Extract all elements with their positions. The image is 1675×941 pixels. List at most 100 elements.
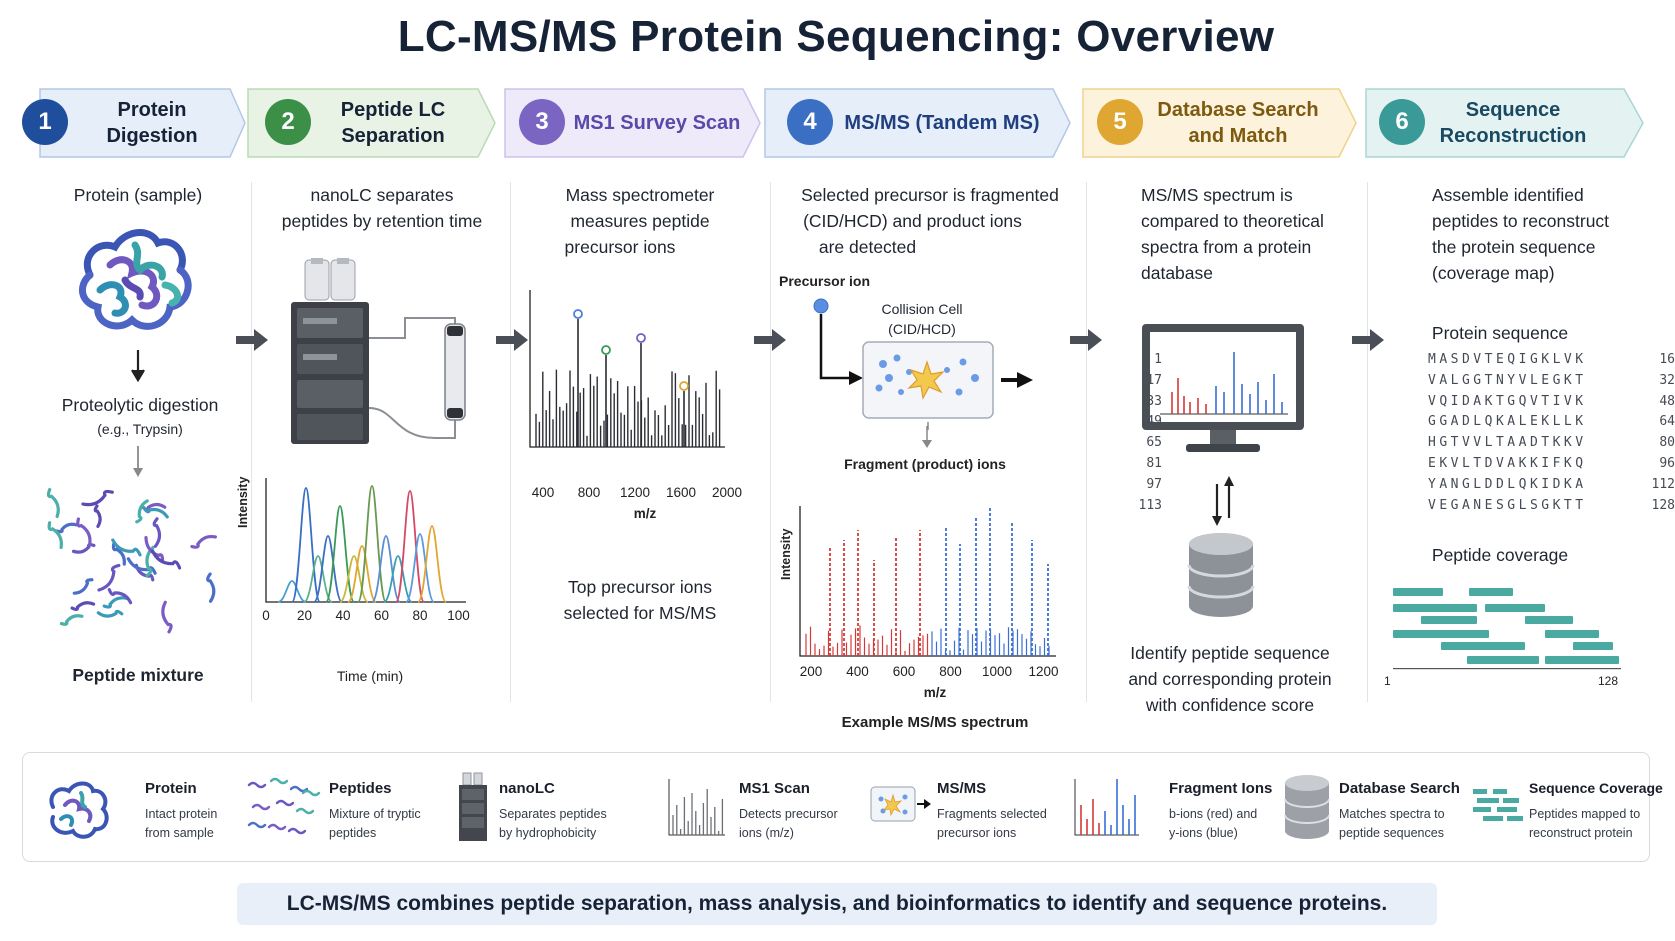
chromatogram-xtick: 20: [296, 608, 313, 623]
database-icon: [1284, 775, 1330, 839]
ms1-precursor-marker: [679, 381, 689, 391]
msms-desc-2: (CID/HCD) and product ions: [803, 211, 1022, 231]
coverage-start: 1: [1384, 674, 1391, 688]
legend-desc: by hydrophobicity: [499, 826, 597, 840]
ms1-desc-2: measures peptide: [570, 211, 710, 231]
msms-desc-1: Selected precursor is fragmented: [801, 185, 1059, 205]
msms-xtick: 400: [846, 664, 869, 679]
peptide-strand: [72, 578, 94, 595]
legend-desc: peptides: [329, 826, 377, 840]
msms-icon: [870, 786, 931, 822]
peptide-strand: [144, 536, 165, 564]
legend-item-msms: MS/MS Fragments selected precursor ions: [869, 753, 1049, 863]
db-result-2: and corresponding protein: [1128, 669, 1332, 689]
ms1-xtick: 2000: [711, 485, 743, 500]
nanolc-icon: [459, 772, 487, 841]
down-arrow-icon: [131, 350, 145, 383]
nanolc-desc-1: nanoLC separates: [310, 185, 454, 205]
coverage-end: 128: [1598, 674, 1619, 688]
peptide-strand: [145, 545, 155, 578]
recon-desc-3: the protein sequence: [1432, 237, 1596, 257]
sequence-start: 1: [1154, 352, 1162, 367]
chromatogram-chart: [265, 478, 466, 603]
ms1-note-2: selected for MS/MS: [563, 603, 717, 623]
page-title: LC-MS/MS Protein Sequencing: Overview: [397, 12, 1275, 61]
legend-desc: peptide sequences: [1339, 826, 1444, 840]
chromatogram-peak: [405, 533, 435, 603]
msms-spectrum-caption: Example MS/MS spectrum: [841, 714, 1029, 731]
collision-cell-diagram: [813, 298, 1033, 430]
sequence-residues: MASDVTEQIGKLVK: [1428, 352, 1587, 367]
peptide-strand: [247, 821, 267, 829]
peptide-strand: [269, 777, 289, 785]
ms1-axis: [529, 290, 725, 448]
chromatogram-peak: [313, 535, 343, 603]
sequence-residues: EKVLTDVAKKIFKQ: [1428, 455, 1587, 471]
database-icon: [1187, 533, 1255, 617]
sequence-start: 113: [1138, 497, 1162, 513]
legend-desc: from sample: [145, 826, 214, 840]
chromatogram-peak: [395, 490, 425, 603]
flow-arrow-icon: [1070, 329, 1102, 351]
peptide-strand: [267, 823, 287, 831]
ms1-xtick: 1200: [619, 485, 651, 500]
db-desc-3: spectra from a protein: [1141, 237, 1312, 257]
chromatogram-peak: [291, 487, 321, 603]
peptide-strand: [46, 487, 60, 519]
ms1-desc-3: precursor ions: [564, 237, 676, 257]
legend-title: MS/MS: [937, 780, 987, 797]
peptide-strand: [55, 522, 78, 534]
peptide-strand: [190, 534, 217, 549]
step-number: 3: [519, 99, 565, 145]
sequence-residues: VQIDAKTGQVTIVK: [1428, 393, 1587, 409]
db-result-1: Identify peptide sequence: [1130, 643, 1330, 663]
down-arrow-icon: [133, 446, 143, 477]
msms-ylabel: Intensity: [779, 528, 793, 580]
peptide-mixture-icon: [46, 487, 217, 634]
sequence-residues: GGADLQKALEKLLK: [1428, 414, 1587, 430]
banner-shape: [39, 88, 246, 158]
ms1-precursor-marker: [573, 309, 583, 319]
step-number: 1: [22, 99, 68, 145]
chromatogram-ylabel: Intensity: [236, 476, 250, 528]
peptide-strand: [301, 789, 321, 797]
legend-desc: precursor ions: [937, 826, 1017, 840]
peptide-strand: [59, 614, 84, 626]
banner-shape: [1365, 88, 1644, 158]
legend-desc: Fragments selected: [937, 807, 1047, 821]
ms1-scan-icon: [668, 779, 725, 836]
legend-item-peptides: Peptides Mixture of tryptic peptides: [243, 753, 433, 863]
chromatogram-xtick: 40: [335, 608, 351, 623]
banner-shape: [504, 88, 761, 158]
trypsin-label: (e.g., Trypsin): [97, 421, 183, 437]
flow-arrow-icon: [1352, 329, 1384, 351]
sequence-end: 48: [1659, 393, 1675, 409]
legend-item-fragment-ions: Fragment Ions b-ions (red) and y-ions (b…: [1073, 753, 1272, 863]
icon-axis: [668, 779, 725, 836]
legend-desc: Mixture of tryptic: [329, 807, 421, 821]
sequence-start: 81: [1146, 455, 1162, 471]
peptide-strand: [150, 549, 182, 570]
sequence-start: 65: [1146, 435, 1162, 451]
step-label: MS1 Survey Scan: [573, 112, 741, 134]
recon-desc-1: Assemble identified: [1432, 185, 1584, 205]
column-divider: [510, 182, 511, 702]
legend-desc: Separates peptides: [499, 807, 607, 821]
banner-shape: [764, 88, 1071, 158]
peptide-strand: [287, 827, 307, 835]
ms1-precursor-marker: [636, 333, 646, 343]
peptide-strand: [275, 799, 295, 807]
nanolc-desc-2: peptides by retention time: [281, 211, 483, 231]
ms1-xtick: 800: [577, 485, 601, 500]
step-banner-1: 1 Protein Digestion: [22, 88, 246, 158]
peptide-strand: [47, 521, 63, 550]
sequence-residues: VEGANESGLSGKTT: [1428, 497, 1587, 513]
recon-desc-2: peptides to reconstruct: [1432, 211, 1610, 231]
peptide-strand: [251, 803, 271, 811]
msms-axis: [799, 506, 1056, 657]
column-divider: [251, 182, 252, 702]
step-label: Protein Digestion: [106, 99, 198, 147]
ms1-desc-1: Mass spectrometer: [565, 185, 715, 205]
peptide-strand: [142, 506, 169, 519]
peptide-mixture-label: Peptide mixture: [72, 665, 204, 685]
